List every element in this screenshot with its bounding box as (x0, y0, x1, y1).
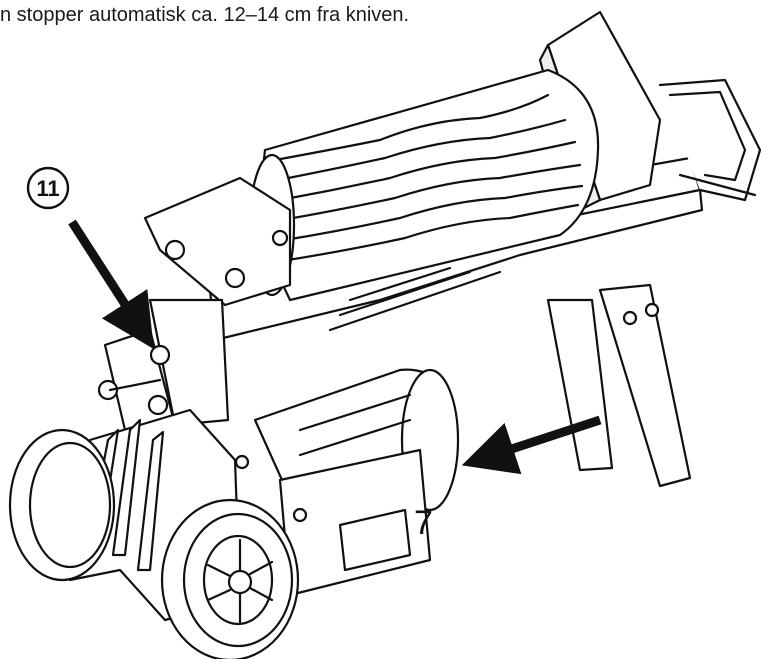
callout-7: 7 (414, 415, 602, 542)
front-wheel (160, 498, 300, 659)
callout-11-label: 11 (36, 176, 59, 201)
instruction-caption: n stopper automatisk ca. 12–14 cm fra kn… (0, 4, 410, 26)
switch-box (278, 448, 432, 597)
end-handle (658, 78, 762, 202)
rear-support-leg (546, 283, 692, 488)
log (248, 68, 600, 302)
callout-11: 11 (26, 166, 154, 350)
rear-wheel (8, 428, 116, 582)
callout-7-label: 7 (414, 504, 433, 542)
front-pusher-block (143, 176, 292, 307)
callout-7-arrow (461, 415, 602, 475)
front-plate (97, 298, 230, 432)
callout-11-arrow (68, 219, 154, 350)
